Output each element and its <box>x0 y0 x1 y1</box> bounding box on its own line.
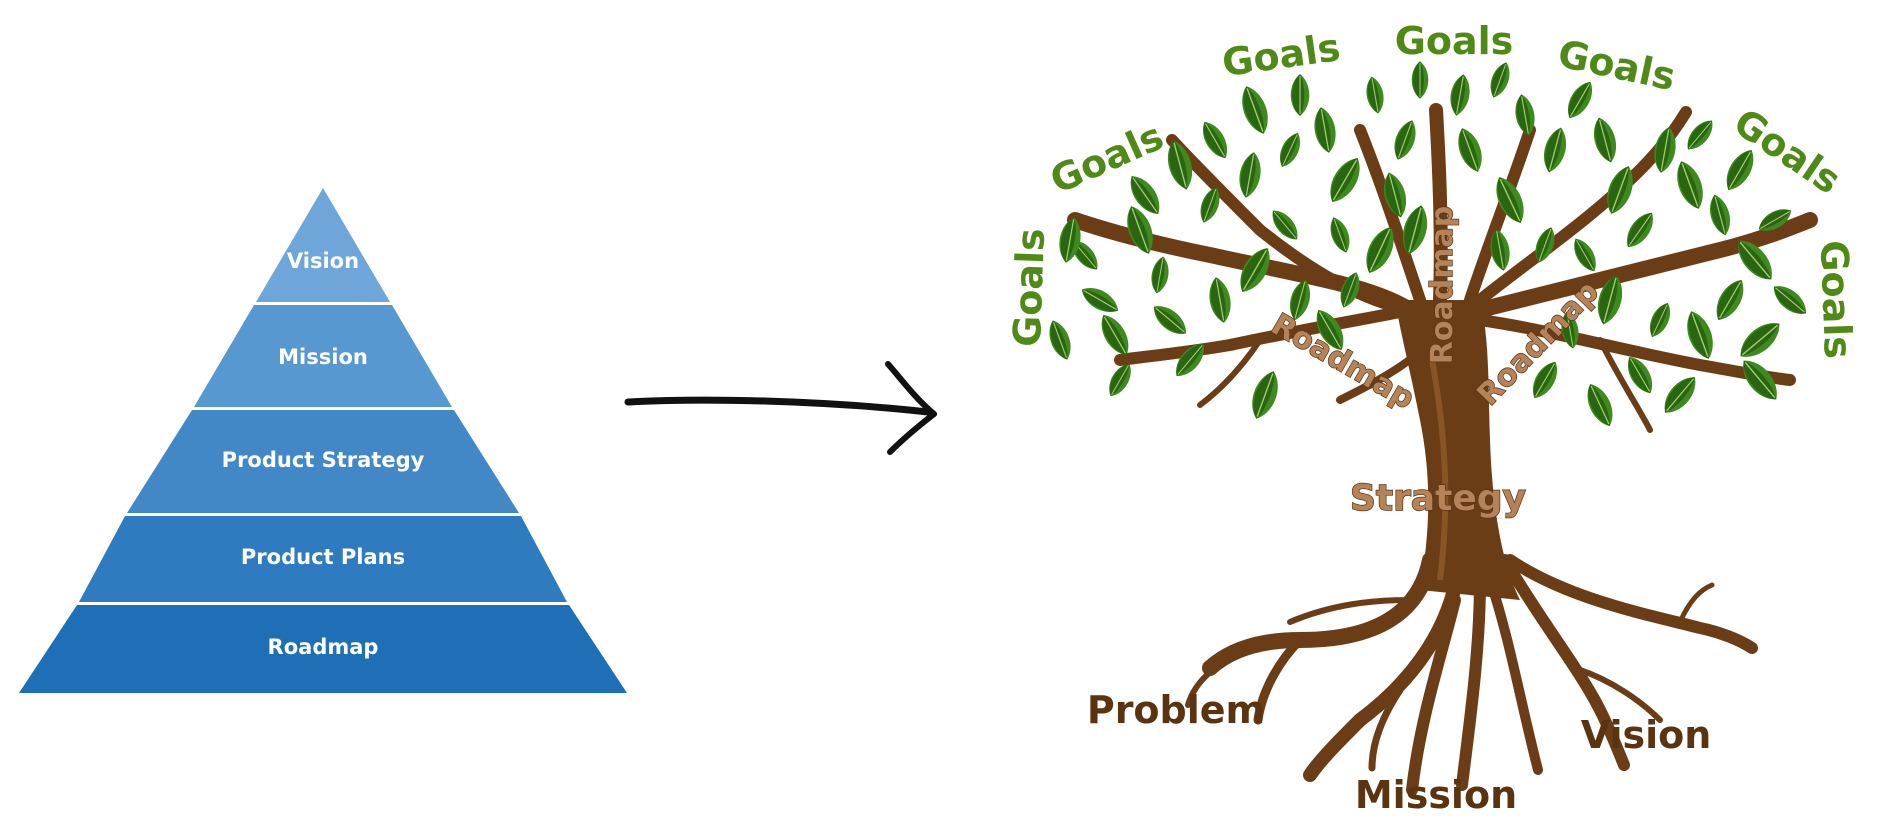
leaf <box>1310 104 1340 156</box>
pyramid-label-product-plans: Product Plans <box>241 545 405 569</box>
leaf <box>1446 72 1474 118</box>
pyramid-level-product-plans <box>79 516 567 602</box>
pyramid-level-vision <box>256 188 390 302</box>
root-label-mission: Mission <box>1355 773 1517 817</box>
leaf <box>1656 370 1704 420</box>
leaf <box>1451 124 1489 176</box>
leaf <box>1245 366 1285 424</box>
leaf <box>1580 379 1620 431</box>
tree-illustration: Roadmap Roadmap Roadmap Strategy Goals G… <box>1005 19 1860 817</box>
arrow-right-icon <box>624 361 937 455</box>
leaf <box>1670 156 1710 214</box>
leaf <box>1485 59 1515 101</box>
leaf <box>1321 151 1369 209</box>
leaf <box>1567 234 1603 276</box>
leaf <box>1093 309 1137 361</box>
pyramid-level-roadmap <box>19 605 627 693</box>
leaf <box>1195 116 1235 164</box>
leaf <box>1235 81 1275 139</box>
leaf <box>1619 206 1661 254</box>
pyramid-level-mission <box>194 305 452 407</box>
leaf <box>1235 149 1265 201</box>
pyramid-label-vision: Vision <box>287 249 359 273</box>
leaf <box>1411 60 1429 100</box>
goal-label-4: Goals <box>1395 19 1514 63</box>
leaf <box>1363 74 1387 116</box>
leaf <box>1732 314 1788 366</box>
goal-label-7: Goals <box>1812 240 1860 360</box>
trunk-label-strategy: Strategy <box>1350 478 1526 519</box>
tree-roots <box>1185 552 1758 796</box>
leaf <box>1325 214 1355 256</box>
goal-label-1: Goals <box>1005 228 1053 348</box>
leaf <box>1767 278 1813 322</box>
leaf <box>1708 274 1752 326</box>
leaf <box>1538 124 1572 176</box>
tree-trunk <box>1395 300 1520 600</box>
pyramid-label-roadmap: Roadmap <box>268 635 379 659</box>
pyramid-label-mission: Mission <box>278 345 368 369</box>
leaf <box>1560 76 1600 124</box>
root-label-vision: Vision <box>1581 713 1712 757</box>
pyramid-level-product-strategy <box>127 410 519 513</box>
leaf <box>1205 274 1235 326</box>
root-label-problem: Problem <box>1087 688 1265 732</box>
leaf <box>1588 114 1622 166</box>
leaf <box>1388 116 1422 164</box>
leaf <box>1644 299 1676 341</box>
pyramid-label-product-strategy: Product Strategy <box>222 448 425 472</box>
leaf <box>1680 306 1720 364</box>
leaf <box>1274 129 1306 171</box>
leaf <box>1148 254 1172 296</box>
goal-label-3: Goals <box>1219 25 1343 85</box>
branch-label-roadmap-center: Roadmap <box>1425 206 1460 364</box>
leaf <box>1290 73 1310 117</box>
goal-label-6: Goals <box>1726 100 1849 203</box>
leaf <box>1705 191 1735 239</box>
pyramid: Vision Mission Product Strategy Product … <box>19 188 627 693</box>
goal-label-5: Goals <box>1554 31 1679 99</box>
leaf <box>1147 298 1193 342</box>
leaf <box>1076 280 1124 320</box>
